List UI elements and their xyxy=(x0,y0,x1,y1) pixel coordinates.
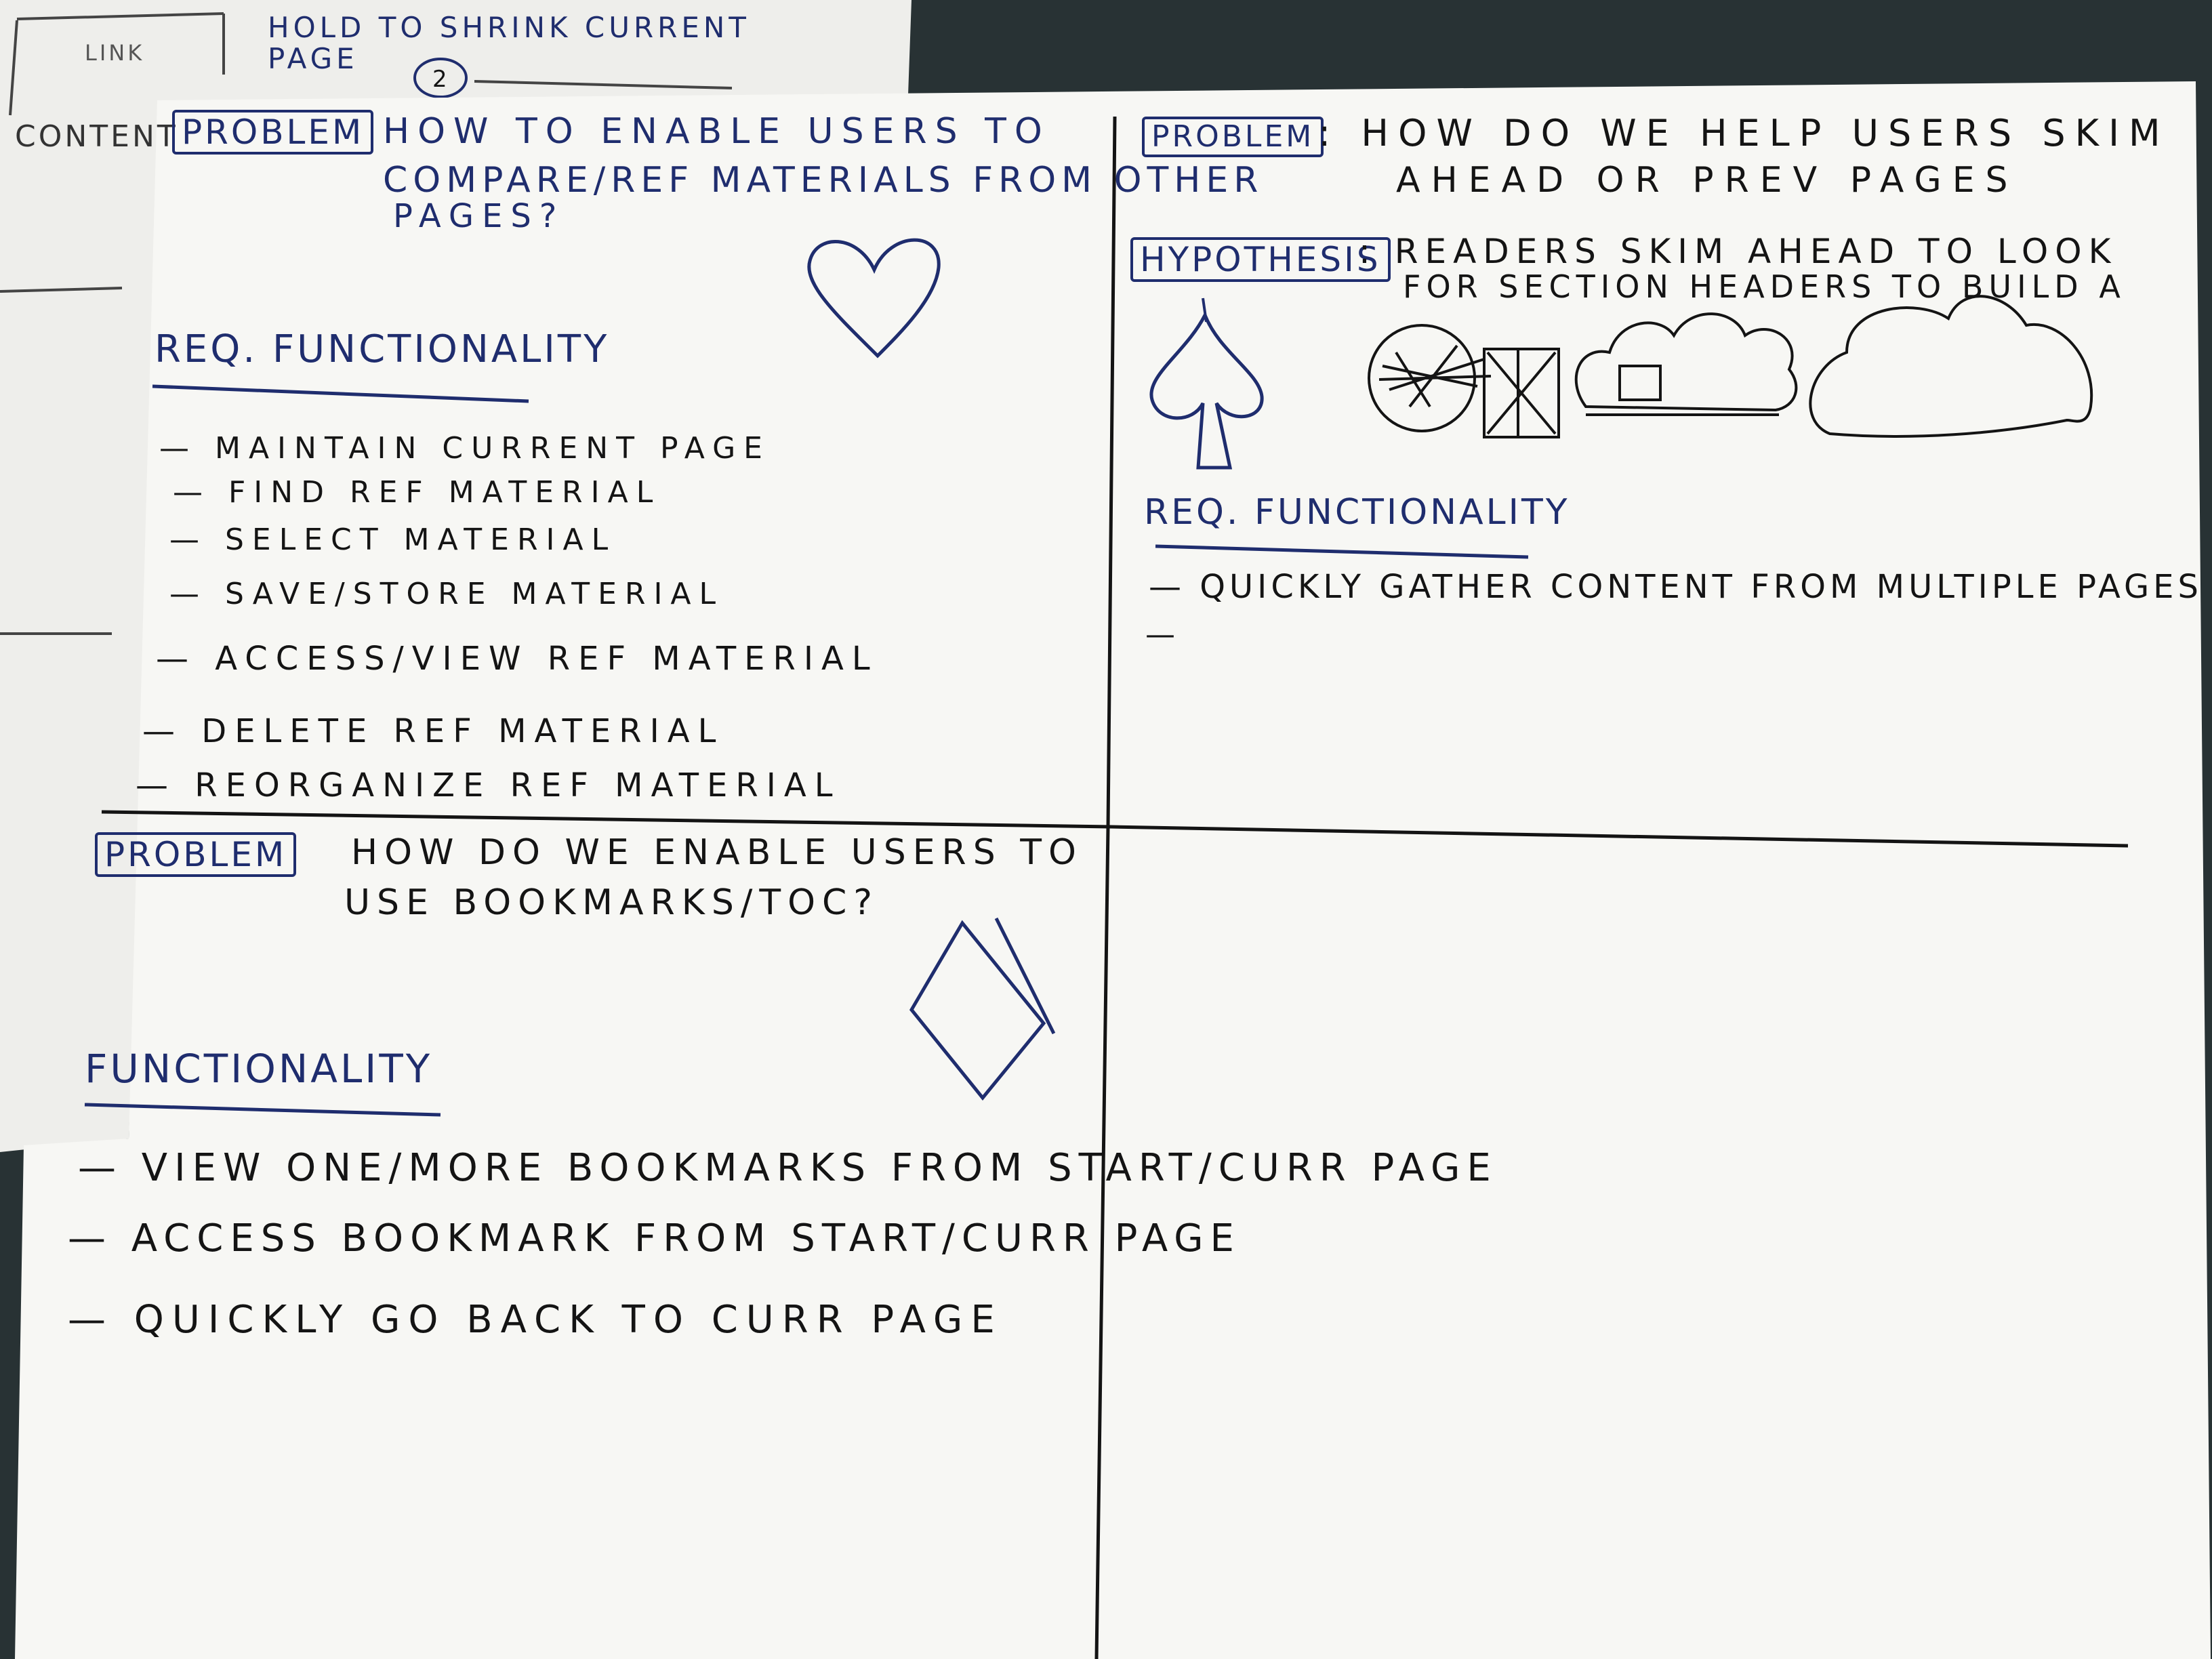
q3-item-2: — ACCESS BOOKMARK FROM START/CURR PAGE xyxy=(68,1216,1241,1261)
q1-problem-line3: PAGES? xyxy=(393,197,565,235)
q1-item-3: — SELECT MATERIAL xyxy=(169,523,617,557)
diamond-icon xyxy=(909,917,1056,1101)
q2-heading: REQ. FUNCTIONALITY xyxy=(1144,492,1570,533)
q3-item-3: — QUICKLY GO BACK TO CURR PAGE xyxy=(68,1298,1003,1342)
q1-problem-label: PROBLEM xyxy=(172,110,374,155)
main-paper-sheet xyxy=(15,81,2211,1659)
back-content-label: CONTENT xyxy=(15,119,178,154)
back-link-label: LINK xyxy=(85,40,145,66)
q3-problem-line2: USE BOOKMARKS/TOC? xyxy=(344,882,879,923)
q1-problem-line2: COMPARE/REF MATERIALS FROM OTHER xyxy=(383,160,1264,201)
q3-item-1: — VIEW ONE/MORE BOOKMARKS FROM START/CUR… xyxy=(78,1146,1498,1190)
q3-problem-label: PROBLEM xyxy=(95,832,297,877)
q1-item-7: — REORGANIZE REF MATERIAL xyxy=(136,766,841,804)
q3-heading: FUNCTIONALITY xyxy=(85,1046,433,1092)
back-note-line1: HOLD TO SHRINK CURRENT xyxy=(268,11,750,44)
quadrant-dividers xyxy=(101,116,2129,1659)
back-note-line2: PAGE xyxy=(268,42,359,75)
back-number: 2 xyxy=(432,66,455,93)
heart-icon xyxy=(807,238,941,359)
q1-item-4: — SAVE/STORE MATERIAL xyxy=(169,577,724,611)
q1-item-6: — DELETE REF MATERIAL xyxy=(142,712,724,750)
q2-item-1: — QUICKLY GATHER CONTENT FROM MULTIPLE P… xyxy=(1149,568,2203,606)
back-sheet-sketch xyxy=(0,12,733,635)
back-paper-sheet xyxy=(0,0,912,1152)
cloud-sketch-2 xyxy=(1809,295,2093,438)
q2-hypothesis-line2: FOR SECTION HEADERS TO BUILD A xyxy=(1403,268,2126,305)
q2-problem-label: PROBLEM xyxy=(1142,117,1324,157)
cloud-sketch-1 xyxy=(1574,312,1798,416)
q2-problem-line2: AHEAD OR PREV PAGES xyxy=(1396,160,2019,201)
q2-item-2: — xyxy=(1145,617,1183,652)
q2-problem-line1: : HOW DO WE HELP USERS SKIM xyxy=(1318,112,2170,155)
q2-hypothesis-label: HYPOTHESIS xyxy=(1130,237,1391,282)
scribble-sketch-1 xyxy=(1368,324,1560,438)
q1-item-5: — ACCESS/VIEW REF MATERIAL xyxy=(156,640,878,678)
q1-item-2: — FIND REF MATERIAL xyxy=(173,475,661,510)
spade-icon xyxy=(1149,310,1264,470)
q2-hypothesis-line1: : READERS SKIM AHEAD TO LOOK xyxy=(1359,232,2118,271)
q1-problem-line1: HOW TO ENABLE USERS TO xyxy=(383,111,1050,152)
q1-heading: REQ. FUNCTIONALITY xyxy=(155,327,610,371)
heading-underlines xyxy=(84,384,1529,1117)
q1-item-1: — MAINTAIN CURRENT PAGE xyxy=(159,431,771,466)
q3-problem-line1: HOW DO WE ENABLE USERS TO xyxy=(351,832,1083,873)
